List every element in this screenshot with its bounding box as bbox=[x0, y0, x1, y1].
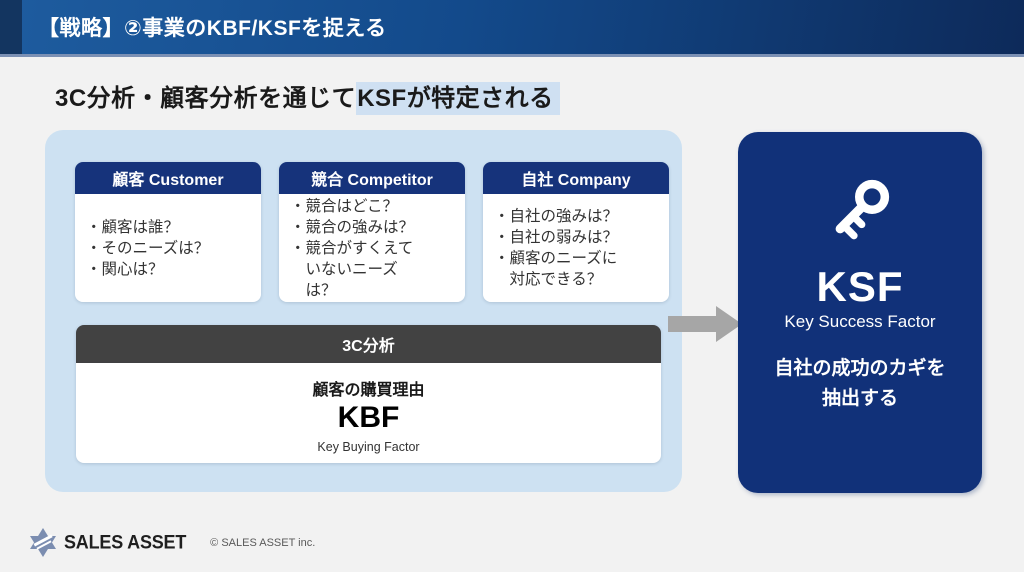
3c-analysis-label-bar: 3C分析 bbox=[76, 325, 661, 363]
copyright-text: © SALES ASSET inc. bbox=[210, 536, 316, 549]
brand-logo-text: SALES ASSET bbox=[64, 531, 187, 553]
ksf-description: 自社の成功のカギを 抽出する bbox=[774, 358, 946, 410]
company-card-header: 自社 Company bbox=[483, 162, 669, 194]
kbf-box: 顧客の購買理由 KBF Key Buying Factor bbox=[76, 363, 661, 463]
company-card: 自社 Company ・自社の強みは？ ・自社の弱みは？ ・顧客のニーズに 対応でき… bbox=[483, 162, 669, 302]
slide-header-bar: 【戦略】②事業のKBF/KSFを捉える bbox=[0, 0, 1024, 57]
competitor-card-header: 競合 Competitor bbox=[279, 162, 465, 194]
slide-title-prefix: 3C分析・顧客分析を通じて bbox=[55, 85, 357, 112]
slide-title-highlight: KSFが特定される bbox=[356, 82, 560, 115]
bullet-item: ・競合がすくえて いないニーズ は？ bbox=[290, 239, 414, 299]
header-accent-square bbox=[0, 0, 22, 54]
flow-arrow-head bbox=[716, 306, 742, 342]
competitor-card-body: ・競合はどこ？ ・競合の強みは？ ・競合がすくえて いないニーズ は？ bbox=[279, 194, 465, 302]
customer-card-body: ・顧客は誰？ ・そのニーズは？ ・関心は？ bbox=[75, 194, 261, 302]
kbf-title: KBF bbox=[337, 401, 400, 434]
company-card-body: ・自社の強みは？ ・自社の弱みは？ ・顧客のニーズに 対応できる？ bbox=[483, 194, 669, 302]
header-title: 【戦略】②事業のKBF/KSFを捉える bbox=[38, 17, 387, 40]
flow-arrow-icon bbox=[668, 306, 742, 342]
3c-cards-row: 顧客 Customer ・顧客は誰？ ・そのニーズは？ ・関心は？ 競合 Compe… bbox=[75, 162, 669, 302]
bullet-item: ・関心は？ bbox=[86, 260, 164, 278]
bullet-item: ・競合はどこ？ bbox=[290, 197, 399, 215]
bullet-item: ・競合の強みは？ bbox=[290, 218, 415, 236]
key-icon bbox=[835, 179, 890, 240]
bullet-item: ・顧客は誰？ bbox=[86, 218, 180, 236]
bullet-item: ・自社の強みは？ bbox=[494, 208, 619, 225]
competitor-card: 競合 Competitor ・競合はどこ？ ・競合の強みは？ ・競合がすくえて いな… bbox=[279, 162, 465, 302]
bullet-item: ・顧客のニーズに 対応できる？ bbox=[494, 250, 618, 288]
ksf-subtitle: Key Success Factor bbox=[784, 312, 936, 332]
slide-title: 3C分析・顧客分析を通じてKSFが特定される bbox=[55, 78, 560, 115]
ksf-box: KSF Key Success Factor 自社の成功のカギを 抽出する bbox=[738, 132, 982, 493]
customer-card-header: 顧客 Customer bbox=[75, 162, 261, 194]
bullet-item: ・自社の弱みは？ bbox=[494, 229, 619, 246]
kbf-caption: 顧客の購買理由 bbox=[312, 382, 425, 399]
hexagram-star-icon bbox=[30, 527, 57, 558]
flow-arrow-shaft bbox=[668, 316, 716, 332]
ksf-title: KSF bbox=[816, 263, 904, 310]
3c-analysis-panel: 顧客 Customer ・顧客は誰？ ・そのニーズは？ ・関心は？ 競合 Compe… bbox=[45, 130, 682, 492]
footer: SALES ASSET © SALES ASSET inc. bbox=[30, 527, 315, 558]
customer-card: 顧客 Customer ・顧客は誰？ ・そのニーズは？ ・関心は？ bbox=[75, 162, 261, 302]
kbf-subtitle: Key Buying Factor bbox=[317, 439, 420, 454]
bullet-item: ・そのニーズは？ bbox=[86, 239, 210, 257]
